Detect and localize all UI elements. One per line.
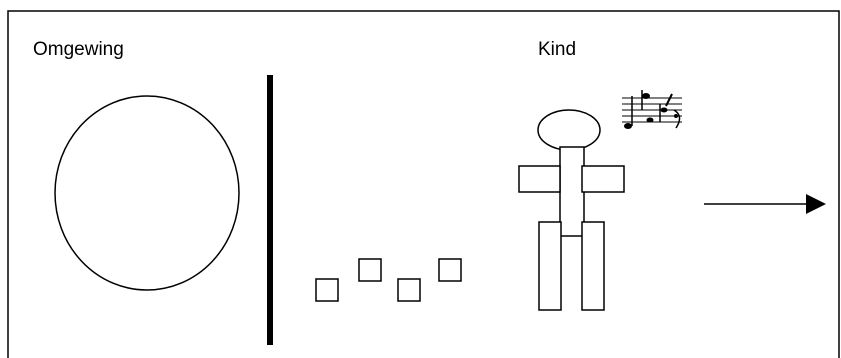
child-right-arm <box>582 166 624 192</box>
child-label: Kind <box>538 39 576 60</box>
divider-bar <box>267 75 273 345</box>
child-figure <box>519 110 624 310</box>
child-left-leg <box>539 222 561 310</box>
diagram-border <box>8 11 839 358</box>
small-square-3 <box>398 279 420 301</box>
child-right-leg <box>582 222 604 310</box>
small-square-1 <box>316 279 338 301</box>
small-square-4 <box>439 259 461 281</box>
music-notes-icon <box>622 90 682 129</box>
child-left-arm <box>519 166 560 192</box>
small-square-2 <box>359 259 381 281</box>
child-torso <box>560 147 584 236</box>
environment-label: Omgewing <box>33 39 124 60</box>
child-head <box>538 110 600 150</box>
environment-circle <box>55 96 239 290</box>
arrow-right-icon <box>704 194 826 214</box>
